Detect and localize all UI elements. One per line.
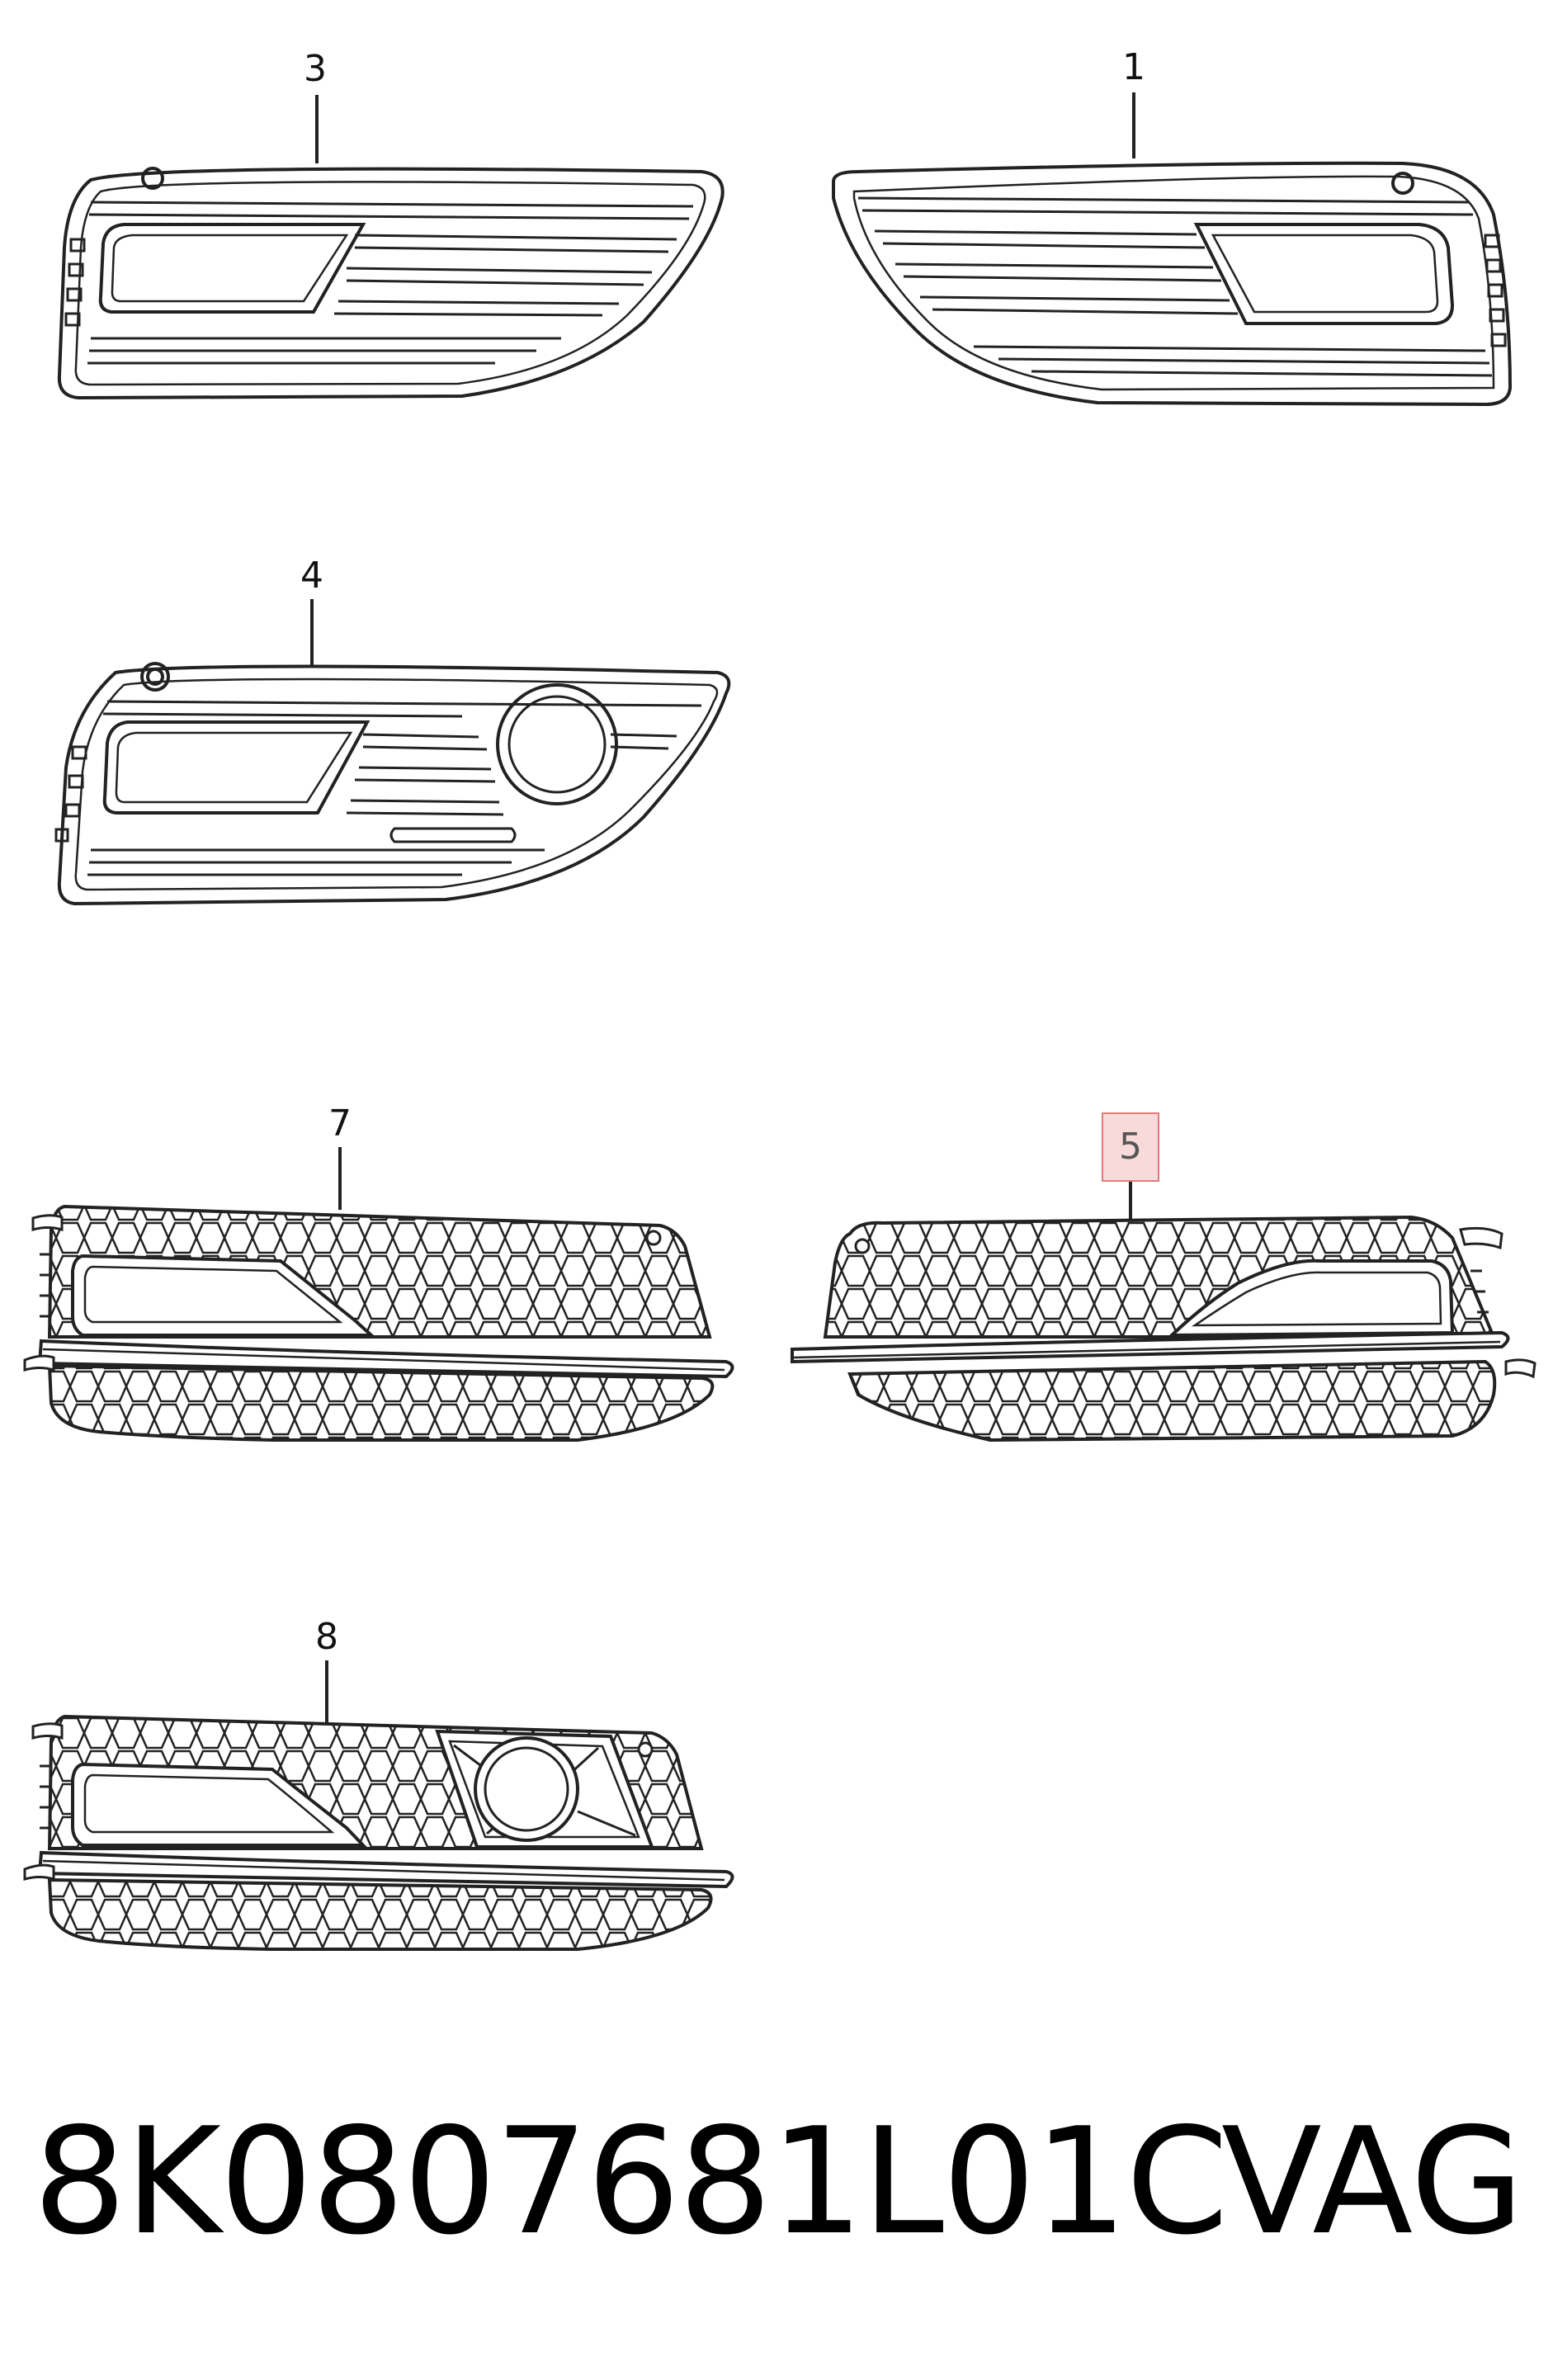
callout-8: 8 (315, 1616, 338, 1658)
callout-5-highlight[interactable]: 5 (1102, 1112, 1159, 1182)
grille-part-1 (832, 92, 1513, 407)
callout-4: 4 (300, 555, 323, 597)
callout-5: 5 (1119, 1126, 1142, 1168)
grille-part-3 (57, 95, 725, 400)
grille-part-4 (54, 599, 731, 906)
callout-1: 1 (1122, 46, 1145, 88)
grille-part-7 (23, 1147, 734, 1442)
callout-7: 7 (328, 1103, 352, 1145)
grille-part-8 (23, 1660, 734, 1951)
callout-3: 3 (304, 48, 327, 90)
brand-label: VAG (1221, 2096, 1524, 2267)
part-number-label: 8K0807681L01C (33, 2096, 1229, 2267)
grille-part-5 (791, 1170, 1536, 1443)
